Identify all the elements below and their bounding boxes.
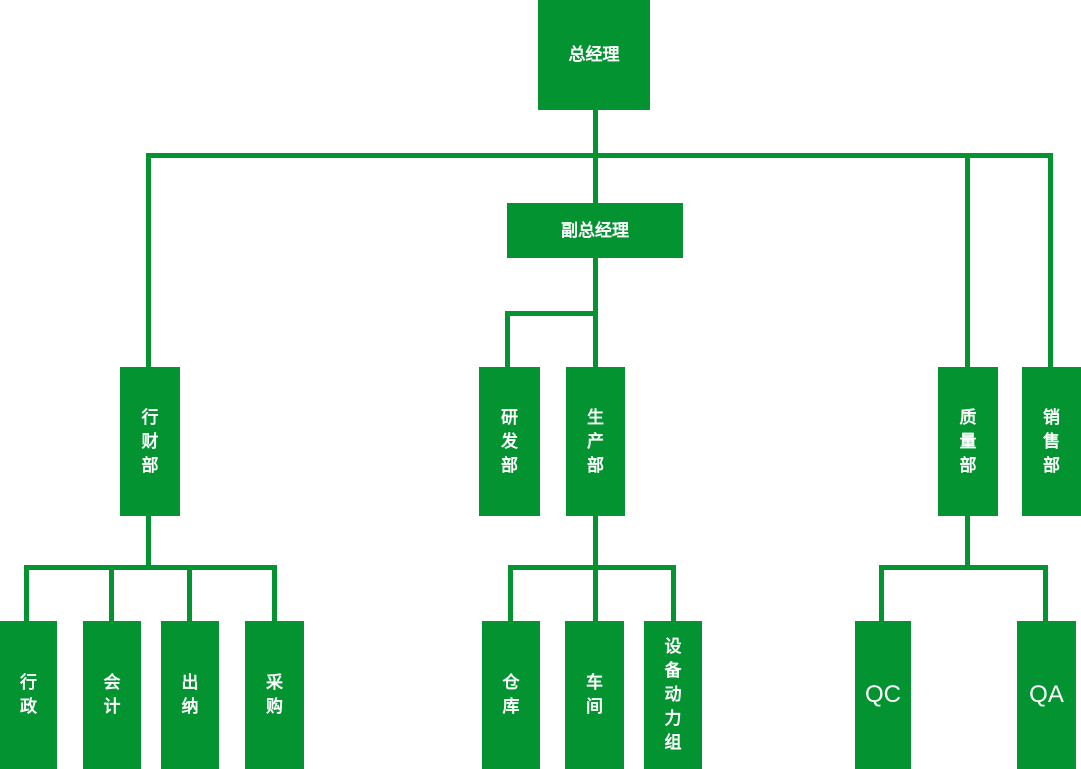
org-node-purchasing: 采 购 — [245, 621, 304, 769]
connector-to-dgm — [593, 153, 598, 203]
org-node-qc: QC — [855, 621, 911, 769]
connector-qual-children-horizontal — [879, 565, 1048, 570]
org-node-warehouse: 仓 库 — [482, 621, 540, 769]
connector-to-rd — [505, 311, 510, 367]
connector-qual-down — [965, 516, 970, 570]
connector-prod-down — [593, 516, 598, 570]
connector-to-admin — [24, 565, 29, 621]
connector-to-cash — [187, 565, 192, 621]
connector-to-fin — [146, 153, 151, 367]
org-node-accounting: 会 计 — [83, 621, 141, 769]
org-node-cashier: 出 纳 — [161, 621, 219, 769]
connector-fin-down — [146, 516, 151, 570]
org-node-general-manager: 总经理 — [538, 0, 650, 110]
connector-main-horizontal — [146, 153, 1053, 158]
connector-prod-children-horizontal — [508, 565, 676, 570]
org-node-rd-dept: 研 发 部 — [479, 367, 540, 516]
connector-fin-children-horizontal — [24, 565, 277, 570]
org-node-equipment-power-group: 设 备 动 力 组 — [644, 621, 702, 769]
connector-to-qc — [879, 565, 884, 621]
org-node-sales-dept: 销 售 部 — [1022, 367, 1081, 516]
org-node-qa: QA — [1017, 621, 1076, 769]
connector-to-purch — [272, 565, 277, 621]
connector-to-qual — [965, 153, 970, 367]
org-node-workshop: 车 间 — [565, 621, 624, 769]
connector-to-wh — [508, 565, 513, 621]
connector-gm-down — [593, 110, 598, 158]
org-node-quality-dept: 质 量 部 — [938, 367, 998, 516]
connector-to-ws — [593, 565, 598, 621]
org-node-finance-admin-dept: 行 财 部 — [120, 367, 180, 516]
connector-to-qa — [1043, 565, 1048, 621]
connector-dgm-branch-horizontal — [505, 311, 598, 316]
org-node-deputy-general-manager: 副总经理 — [507, 203, 683, 258]
connector-to-equip — [671, 565, 676, 621]
connector-to-sales — [1048, 153, 1053, 367]
org-node-production-dept: 生 产 部 — [566, 367, 625, 516]
org-node-admin: 行 政 — [0, 621, 57, 769]
connector-to-acct — [109, 565, 114, 621]
